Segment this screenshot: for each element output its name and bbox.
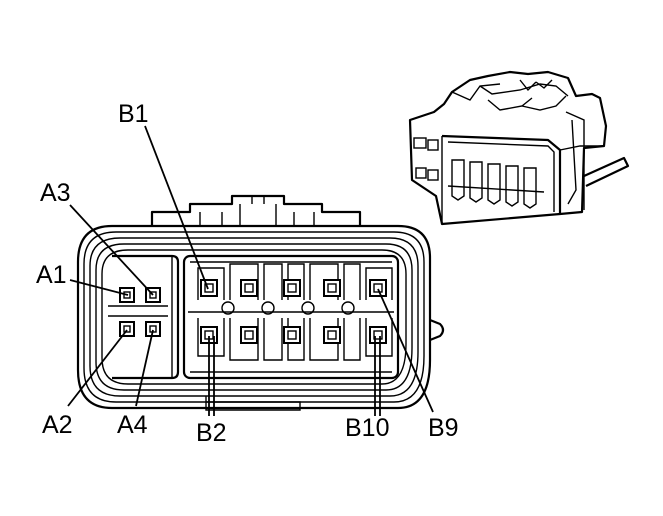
bottom-lock-bar [205, 396, 301, 411]
b-top-row [197, 263, 393, 300]
label-a1: A1 [36, 261, 67, 289]
pin-labels: B1 A3 A1 A2 A4 B2 B10 B9 [36, 100, 459, 447]
leader-a1 [69, 279, 129, 296]
label-b1: B1 [118, 100, 149, 128]
leader-a2 [67, 329, 128, 407]
leader-b1 [144, 125, 209, 290]
connector-face [76, 194, 445, 411]
label-a3: A3 [40, 179, 71, 207]
side-tab-right [429, 318, 445, 342]
connector-isometric-view [408, 70, 630, 226]
label-a4: A4 [117, 411, 148, 439]
label-b10: B10 [345, 414, 389, 442]
label-a2: A2 [42, 411, 73, 439]
leader-lines [67, 125, 434, 416]
a-section [108, 254, 180, 380]
label-b2: B2 [196, 419, 227, 447]
label-b9: B9 [428, 414, 459, 442]
b-section [182, 254, 400, 380]
top-latch [150, 194, 362, 226]
housing-outline [76, 224, 432, 410]
iso-front-slots [447, 159, 545, 209]
b-bottom-row [197, 318, 393, 361]
leader-b9 [377, 288, 434, 413]
leader-a4 [135, 329, 154, 407]
leader-a3 [69, 204, 154, 296]
